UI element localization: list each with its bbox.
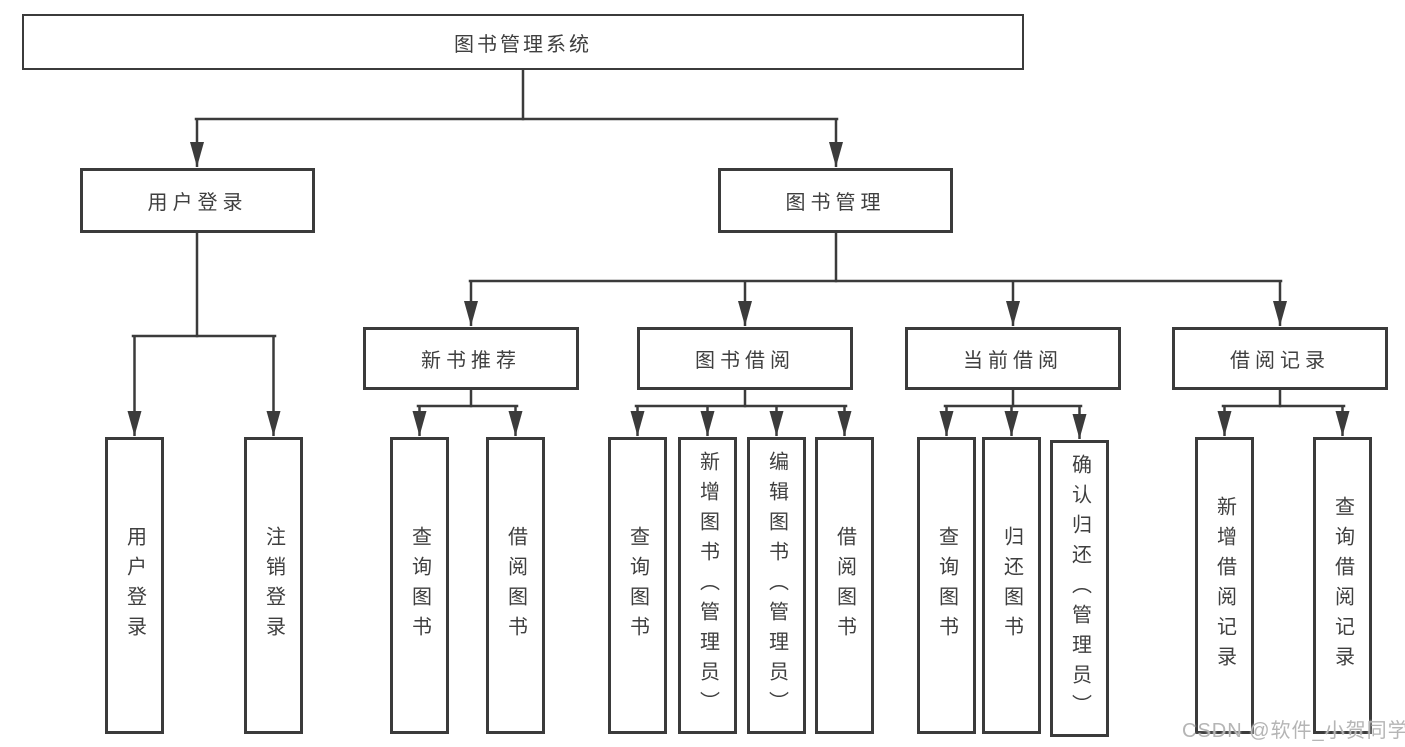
plain-connectors — [131, 68, 1346, 408]
node-label: 图书借阅 — [695, 350, 795, 372]
node-label: 新书推荐 — [421, 350, 521, 372]
node-label: 借阅图书 — [833, 525, 856, 646]
leaf-logout: 注销登录 — [244, 437, 303, 734]
node-library-system: 图书管理系统 — [22, 14, 1024, 70]
leaf-query-books-borrowing: 查询图书 — [608, 437, 667, 734]
arrow-connectors — [127, 119, 1350, 439]
leaf-query-books-recommend: 查询图书 — [390, 437, 449, 734]
node-label: 查询借阅记录 — [1331, 495, 1354, 676]
node-label: 借阅记录 — [1230, 350, 1330, 372]
leaf-query-borrow-record: 查询借阅记录 — [1313, 437, 1372, 734]
leaf-edit-books-admin: 编辑图书（管理员） — [747, 437, 806, 734]
node-label: 确认归还（管理员） — [1068, 453, 1091, 724]
leaf-borrow-books-recommend: 借阅图书 — [486, 437, 545, 734]
node-label: 归还图书 — [1000, 525, 1023, 646]
node-label: 当前借阅 — [963, 350, 1063, 372]
leaf-query-books-current: 查询图书 — [917, 437, 976, 734]
leaf-borrow-books-borrowing: 借阅图书 — [815, 437, 874, 734]
node-label: 新增借阅记录 — [1213, 495, 1236, 676]
node-label: 借阅图书 — [504, 525, 527, 646]
node-label: 查询图书 — [935, 525, 958, 646]
leaf-add-books-admin: 新增图书（管理员） — [678, 437, 737, 734]
node-label: 注销登录 — [262, 525, 285, 646]
node-label: 查询图书 — [626, 525, 649, 646]
csdn-watermark: CSDN @软件_小贺同学 — [1182, 720, 1405, 742]
node-label: 用户登录 — [147, 192, 248, 214]
node-book-management: 图书管理 — [718, 168, 953, 233]
leaf-return-books: 归还图书 — [982, 437, 1041, 734]
node-current-borrowing: 当前借阅 — [905, 327, 1121, 390]
node-user-login: 用户登录 — [80, 168, 315, 233]
node-label: 编辑图书（管理员） — [765, 450, 788, 721]
node-label: 新增图书（管理员） — [696, 450, 719, 721]
node-label: 图书管理 — [785, 192, 886, 214]
leaf-user-login: 用户登录 — [105, 437, 164, 734]
node-label: 查询图书 — [408, 525, 431, 646]
node-borrowing-records: 借阅记录 — [1172, 327, 1388, 390]
node-label: 用户登录 — [123, 525, 146, 646]
node-new-book-recommendation: 新书推荐 — [363, 327, 579, 390]
leaf-add-borrow-record: 新增借阅记录 — [1195, 437, 1254, 734]
node-label: 图书管理系统 — [454, 33, 592, 56]
leaf-confirm-return-admin: 确认归还（管理员） — [1050, 440, 1109, 737]
node-book-borrowing: 图书借阅 — [637, 327, 853, 390]
